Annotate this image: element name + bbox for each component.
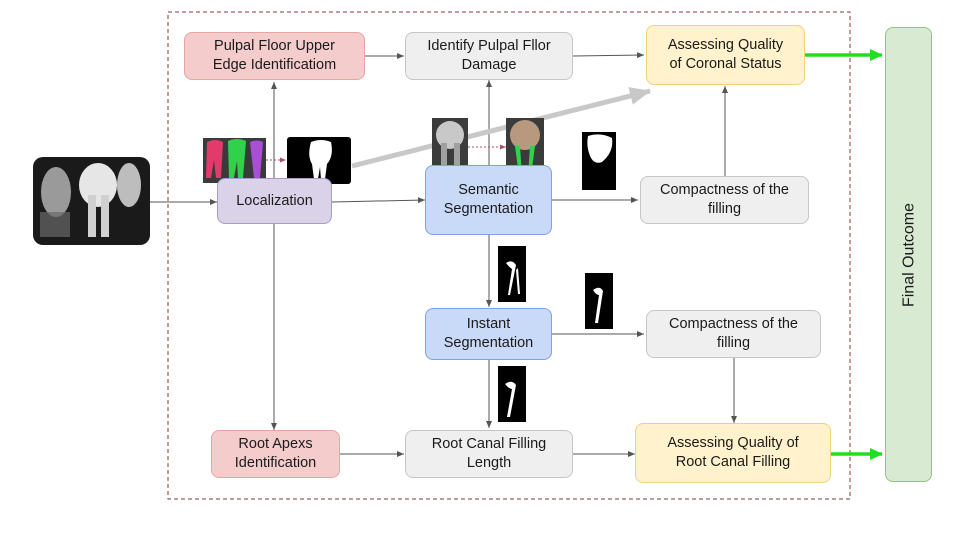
semantic-segmentation-node: Semantic Segmentation (425, 165, 552, 235)
assess-coronal-status-node: Assessing Quality of Coronal Status (646, 25, 805, 85)
root-apex-identification-node: Root Apexs Identification (211, 430, 340, 478)
arrow-localization-to-semantic (331, 197, 426, 204)
final-outcome-node: Final Outcome (885, 27, 932, 482)
localization-node: Localization (217, 178, 332, 224)
connectors (150, 52, 737, 457)
arrow-damage-to-coronal (572, 52, 645, 59)
compactness-root-node: Compactness of the filling (646, 310, 821, 358)
final-outcome-label: Final Outcome (900, 202, 917, 307)
assess-root-canal-filling-node: Assessing Quality of Root Canal Filling (635, 423, 831, 483)
instant-segmentation-node: Instant Segmentation (425, 308, 552, 360)
root-canal-mask-icon (498, 366, 526, 422)
tooth-binary-mask-icon (287, 137, 351, 184)
root-canal-mask-icon (585, 273, 613, 329)
root-canal-filling-length-node: Root Canal Filling Length (405, 430, 573, 478)
tooth-localization-mask-icon (203, 138, 266, 183)
crown-mask-icon (582, 132, 616, 190)
xray-radiograph-icon (33, 157, 150, 245)
root-canal-mask-icon (498, 246, 526, 302)
pipeline-frame (167, 11, 851, 500)
identify-pulpal-damage-node: Identify Pulpal Fllor Damage (405, 32, 573, 80)
compactness-coronal-node: Compactness of the filling (640, 176, 809, 224)
pulpal-floor-upper-edge-node: Pulpal Floor Upper Edge Identificatiom (184, 32, 365, 80)
large-gray-arrow (351, 87, 651, 169)
